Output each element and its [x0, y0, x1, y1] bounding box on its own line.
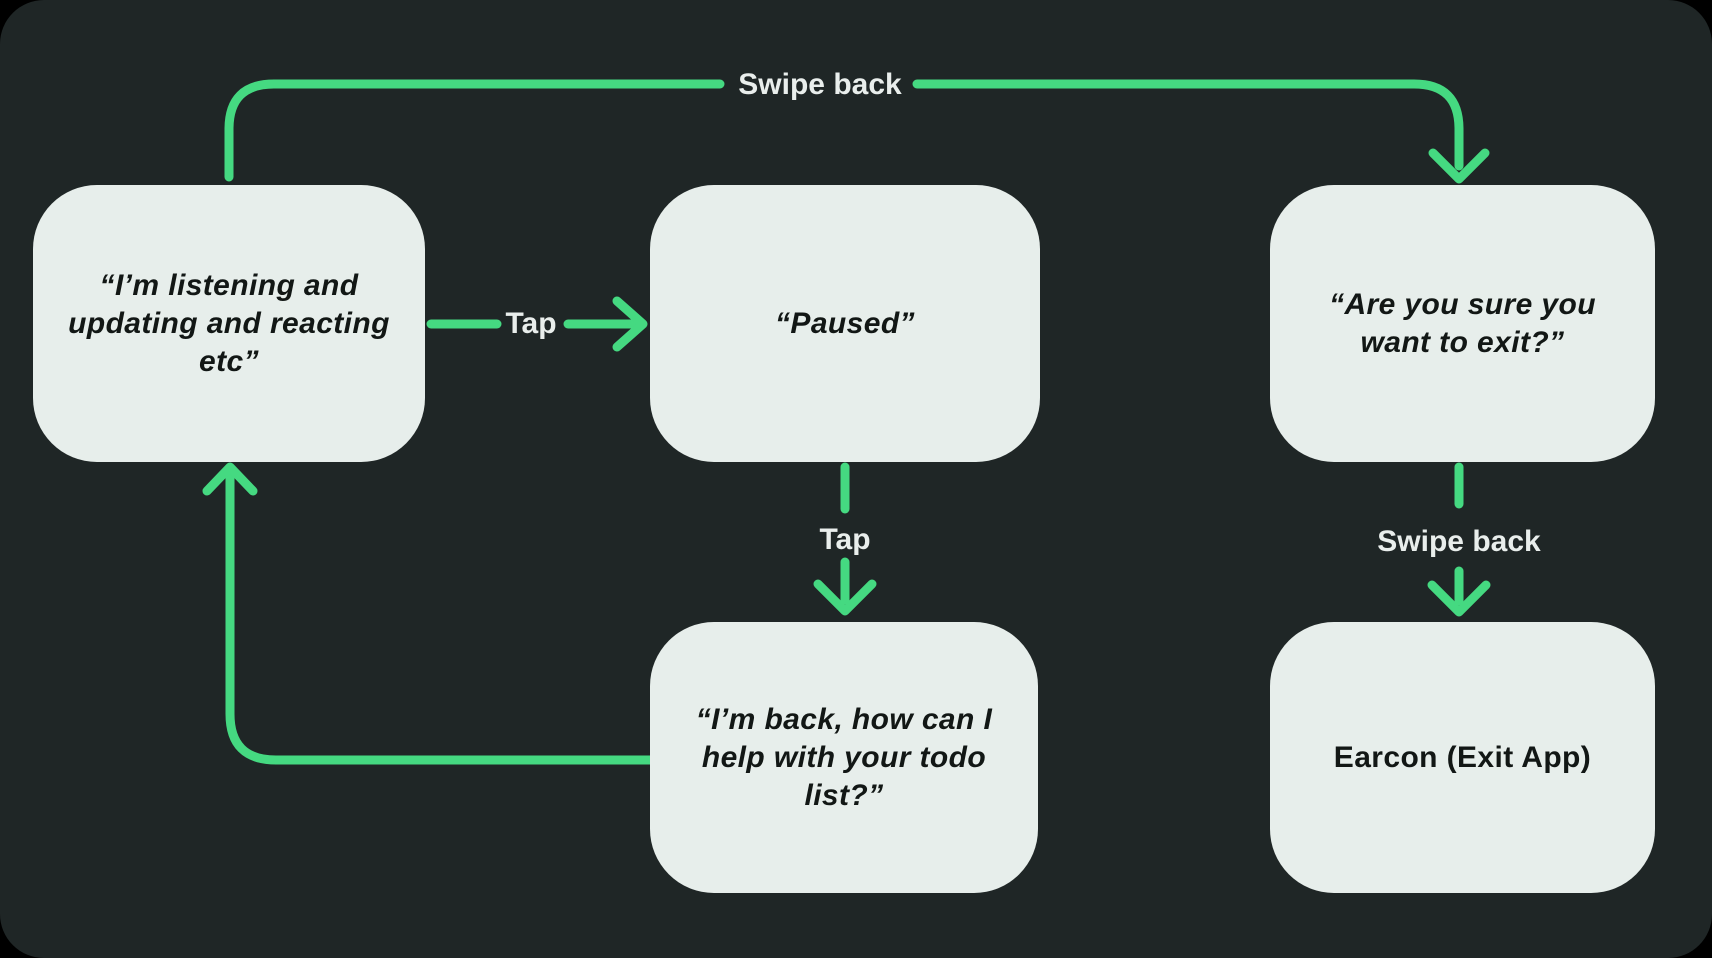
arrowhead-right-paused	[612, 296, 648, 352]
edge-swipe-back-top-right-segment	[912, 79, 1464, 171]
node-back-resume: “I’m back, how can I help with your todo…	[650, 622, 1038, 893]
edge-label-swipe-back-top: Swipe back	[738, 68, 902, 101]
node-listening: “I’m listening and updating and reacting…	[33, 185, 425, 462]
node-confirm-exit: “Are you sure you want to exit?”	[1270, 185, 1655, 462]
arrowhead-down-earcon	[1427, 580, 1491, 617]
arrowhead-down-back	[813, 579, 877, 616]
node-earcon-exit-app: Earcon (Exit App)	[1270, 622, 1655, 893]
node-paused: “Paused”	[650, 185, 1040, 462]
edge-label-swipe-back-exit: Swipe back	[1377, 525, 1541, 558]
edge-label-tap-resume: Tap	[819, 523, 871, 556]
edge-swipe-back-top-left-segment	[224, 79, 725, 182]
arrowhead-up-listening	[202, 462, 258, 496]
edge-return-loop	[225, 466, 655, 765]
edge-label-tap-pause: Tap	[505, 307, 557, 340]
arrowhead-down-confirm-exit	[1428, 148, 1490, 184]
